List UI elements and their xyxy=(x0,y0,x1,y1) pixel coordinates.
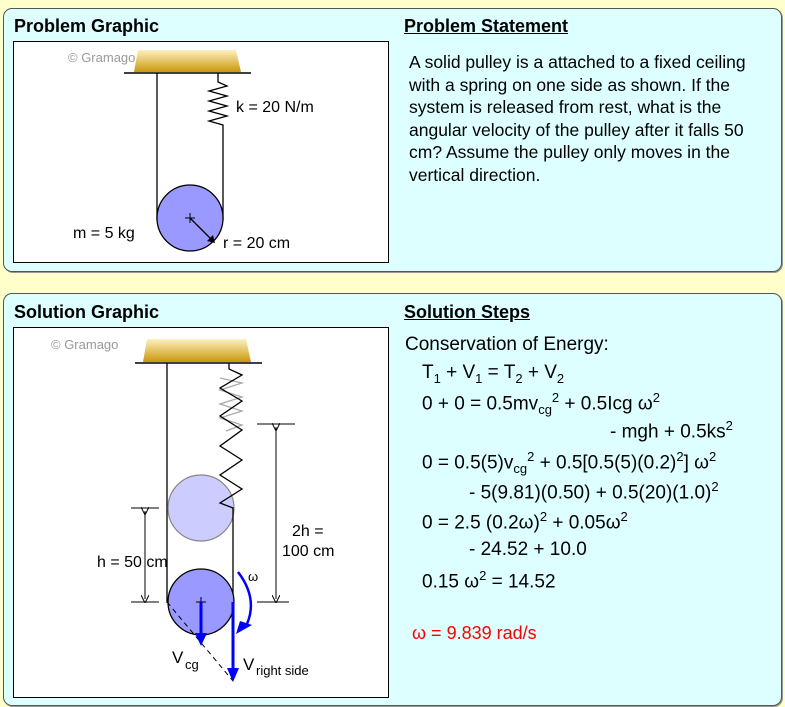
watermark: © Gramago xyxy=(51,337,118,352)
initial-spring-icon xyxy=(217,377,245,432)
step-3: - mgh + 0.5ks2 xyxy=(610,418,733,443)
mass-label: m = 5 kg xyxy=(73,225,135,242)
step-1: T1 + V1 = T2 + V2 xyxy=(422,362,565,386)
problem-statement: A solid pulley is a attached to a fixed … xyxy=(409,52,746,185)
2h-label: 2h = xyxy=(292,523,324,540)
omega-arrow xyxy=(237,571,253,625)
omega-label: ω xyxy=(248,569,258,584)
problem-statement-title: Problem Statement xyxy=(404,16,569,36)
spring-icon xyxy=(206,73,230,220)
step-2: 0 + 0 = 0.5mvcg2 + 0.5Icg ω2 xyxy=(422,390,660,418)
problem-panel: Problem Graphic Problem Statement © Gram… xyxy=(3,8,782,272)
initial-pulley xyxy=(167,474,235,542)
solution-steps-title: Solution Steps xyxy=(404,302,530,322)
radius-label: r = 20 cm xyxy=(223,235,290,252)
ceiling-icon xyxy=(134,50,241,72)
step-heading: Conservation of Energy: xyxy=(405,334,609,355)
solution-panel: Solution Graphic Solution Steps © Gramag… xyxy=(3,293,782,706)
vright-label: V xyxy=(243,655,255,674)
problem-graphic-title: Problem Graphic xyxy=(14,16,160,36)
step-4: 0 = 0.5(5)vcg2 + 0.5[0.5(5)(0.2)2] ω2 xyxy=(422,449,717,477)
watermark: © Gramago xyxy=(68,50,135,65)
step-7: - 24.52 + 10.0 xyxy=(469,539,587,560)
vright-sub: right side xyxy=(256,663,309,678)
spring-icon xyxy=(218,363,244,603)
problem-diagram: © Gramago k = 20 N/m m = 5 kg r = 20 cm xyxy=(68,50,314,252)
k-label: k = 20 N/m xyxy=(236,99,314,116)
2h-value-label: 100 cm xyxy=(282,543,334,560)
step-5: - 5(9.81)(0.50) + 0.5(20)(1.0)2 xyxy=(469,479,719,504)
solution-graphic: © Gramago h = 50 cm 2h = 100 cm ω V cg xyxy=(13,327,389,698)
ceiling-icon xyxy=(143,339,251,362)
answer: ω = 9.839 rad/s xyxy=(412,623,537,643)
solution-graphic-title: Solution Graphic xyxy=(14,302,160,322)
problem-graphic: © Gramago k = 20 N/m m = 5 kg r = 20 cm xyxy=(13,41,389,263)
step-6: 0 = 2.5 (0.2ω)2 + 0.05ω2 xyxy=(422,509,628,534)
vcg-sub: cg xyxy=(185,657,199,672)
h-label: h = 50 cm xyxy=(97,554,168,571)
step-8: 0.15 ω2 = 14.52 xyxy=(422,568,556,593)
solution-diagram: © Gramago h = 50 cm 2h = 100 cm ω V cg xyxy=(51,337,334,682)
vcg-label: V xyxy=(172,648,184,667)
